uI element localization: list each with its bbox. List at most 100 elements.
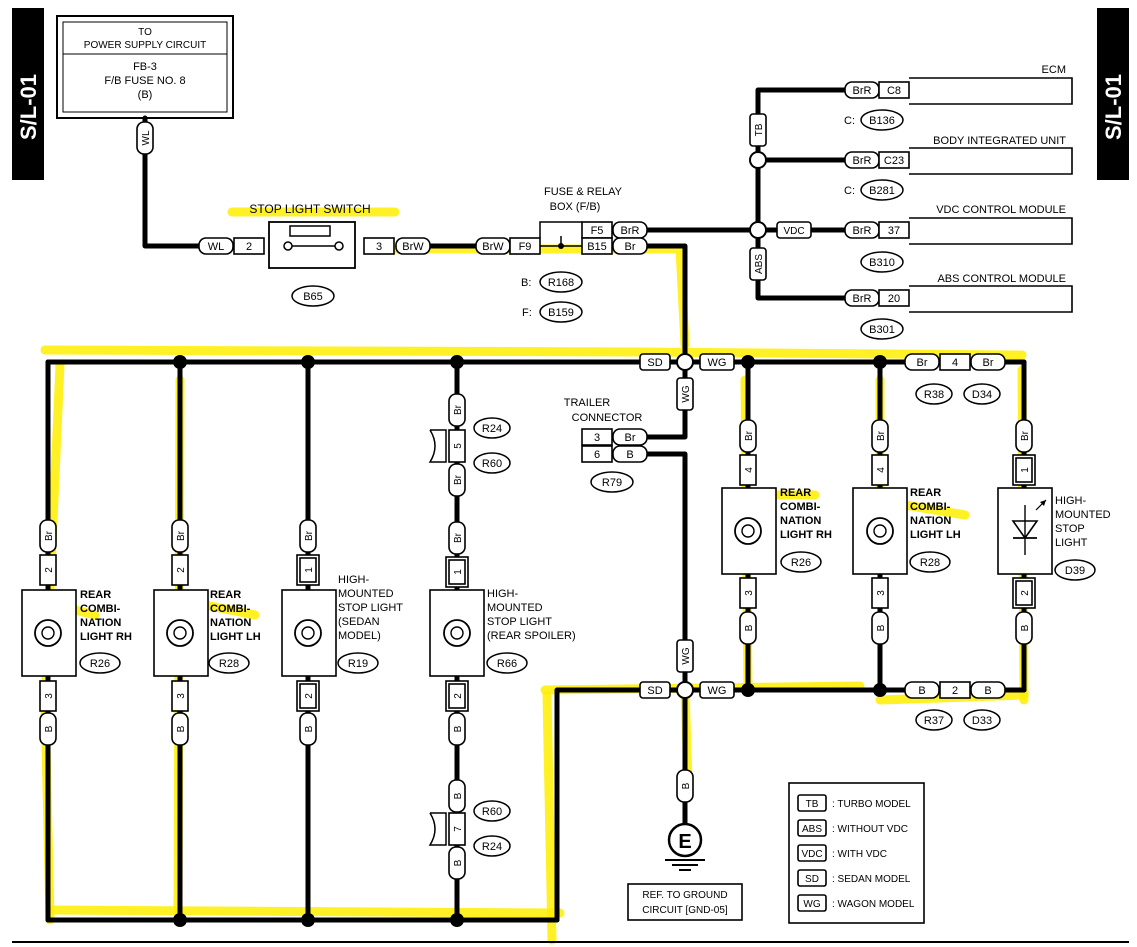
svg-text:R28: R28 bbox=[219, 658, 239, 670]
svg-text:B: B bbox=[1020, 624, 1031, 631]
svg-text:R66: R66 bbox=[497, 658, 517, 670]
svg-text:BrR: BrR bbox=[853, 85, 872, 97]
svg-text:NATION: NATION bbox=[780, 515, 821, 527]
svg-text:FUSE & RELAY: FUSE & RELAY bbox=[544, 186, 623, 198]
svg-text:LIGHT RH: LIGHT RH bbox=[780, 529, 832, 541]
svg-text:(B): (B) bbox=[138, 89, 153, 101]
svg-text:C:: C: bbox=[844, 185, 855, 197]
svg-text:B136: B136 bbox=[869, 115, 895, 127]
svg-text:: TURBO MODEL: : TURBO MODEL bbox=[832, 799, 911, 810]
svg-text:BrR: BrR bbox=[853, 225, 872, 237]
svg-text:S/L-01: S/L-01 bbox=[16, 74, 41, 140]
svg-text:BODY INTEGRATED UNIT: BODY INTEGRATED UNIT bbox=[933, 135, 1066, 147]
svg-text:4: 4 bbox=[744, 467, 755, 473]
svg-text:B:: B: bbox=[521, 277, 531, 289]
svg-text:STOP: STOP bbox=[1055, 523, 1085, 535]
svg-text:5: 5 bbox=[453, 443, 464, 449]
svg-text:(REAR SPOILER): (REAR SPOILER) bbox=[487, 630, 576, 642]
svg-text:CIRCUIT [GND-05]: CIRCUIT [GND-05] bbox=[642, 905, 728, 916]
lamp-high-mounted-stop-rear-spoiler: Br 1 2 B HIGH- MOUNTED STOP LIGHT (REAR … bbox=[429, 521, 576, 746]
legend: TB : TURBO MODEL ABS : WITHOUT VDC VDC :… bbox=[788, 782, 925, 924]
svg-text:WG: WG bbox=[708, 357, 727, 369]
svg-text:2: 2 bbox=[952, 685, 958, 697]
module-body-integrated-unit: BODY INTEGRATED UNIT BrR C23 C: B281 bbox=[844, 135, 1073, 201]
svg-text:B281: B281 bbox=[869, 185, 895, 197]
svg-text:3: 3 bbox=[376, 241, 382, 253]
svg-text:ECM: ECM bbox=[1042, 64, 1066, 76]
stop-light-switch: STOP LIGHT SWITCH WL 2 3 BrW B65 bbox=[198, 202, 431, 307]
svg-text:TO: TO bbox=[138, 27, 152, 38]
svg-text:B: B bbox=[744, 624, 755, 631]
lamp-rear-combination-rh-sedan: Br 2 3 B REAR COMBI- NATION LIGHT RH R26 bbox=[21, 519, 132, 746]
svg-text:F:: F: bbox=[522, 307, 532, 319]
svg-text:Br: Br bbox=[453, 532, 464, 543]
svg-text:BrW: BrW bbox=[402, 241, 424, 253]
svg-text:SD: SD bbox=[647, 357, 662, 369]
svg-text:B310: B310 bbox=[869, 257, 895, 269]
svg-text:TB: TB bbox=[806, 799, 819, 810]
svg-text:REF. TO GROUND: REF. TO GROUND bbox=[642, 890, 727, 901]
svg-text:ABS: ABS bbox=[802, 824, 822, 835]
svg-text:F9: F9 bbox=[519, 241, 532, 253]
svg-text:(SEDAN: (SEDAN bbox=[338, 616, 380, 628]
module-ecm: ECM BrR C8 C: B136 bbox=[844, 64, 1073, 131]
svg-text:Br: Br bbox=[176, 530, 187, 541]
svg-text:B: B bbox=[44, 725, 55, 732]
svg-text:NATION: NATION bbox=[210, 617, 251, 629]
svg-text:37: 37 bbox=[888, 225, 900, 237]
ground-point: B E REF. TO GROUND CIRCUIT [GND-05] bbox=[627, 769, 743, 921]
svg-text:B: B bbox=[453, 725, 464, 732]
svg-text:R26: R26 bbox=[90, 658, 110, 670]
svg-text:POWER SUPPLY CIRCUIT: POWER SUPPLY CIRCUIT bbox=[84, 40, 206, 51]
svg-text:WG: WG bbox=[681, 647, 692, 664]
svg-text:HIGH-: HIGH- bbox=[1055, 495, 1087, 507]
svg-text:REAR: REAR bbox=[80, 589, 111, 601]
svg-text:2: 2 bbox=[44, 567, 55, 573]
lamp-rear-combination-lh-sedan: Br 2 3 B REAR COMBI- NATION LIGHT LH R28 bbox=[153, 519, 261, 746]
svg-text:ABS: ABS bbox=[754, 254, 765, 274]
svg-text:R60: R60 bbox=[482, 458, 502, 470]
svg-text:R28: R28 bbox=[920, 557, 940, 569]
svg-text:C:: C: bbox=[844, 115, 855, 127]
svg-text:STOP LIGHT: STOP LIGHT bbox=[338, 602, 403, 614]
svg-text:MOUNTED: MOUNTED bbox=[1055, 509, 1111, 521]
module-vdc-control: VDC CONTROL MODULE BrR 37 B310 bbox=[844, 204, 1073, 273]
svg-text:2: 2 bbox=[304, 693, 315, 699]
svg-text:2: 2 bbox=[453, 693, 464, 699]
svg-text:WG: WG bbox=[803, 899, 820, 910]
svg-text:D34: D34 bbox=[972, 389, 992, 401]
svg-text:WG: WG bbox=[708, 685, 727, 697]
svg-text:ABS CONTROL MODULE: ABS CONTROL MODULE bbox=[937, 273, 1066, 285]
svg-text:B: B bbox=[453, 859, 464, 866]
svg-text:3: 3 bbox=[176, 693, 187, 699]
svg-text:3: 3 bbox=[744, 590, 755, 596]
svg-text:R26: R26 bbox=[791, 557, 811, 569]
svg-text:B: B bbox=[984, 685, 991, 697]
svg-text:WL: WL bbox=[141, 130, 152, 145]
svg-text:F5: F5 bbox=[591, 225, 604, 237]
svg-text:B65: B65 bbox=[303, 291, 323, 303]
svg-text:COMBI-: COMBI- bbox=[80, 603, 121, 615]
svg-text:R60: R60 bbox=[482, 806, 502, 818]
junction-dots bbox=[173, 151, 887, 927]
svg-text:COMBI-: COMBI- bbox=[210, 603, 251, 615]
power-supply-box: TO POWER SUPPLY CIRCUIT FB-3 F/B FUSE NO… bbox=[56, 15, 234, 119]
svg-text:: WAGON MODEL: : WAGON MODEL bbox=[832, 899, 915, 910]
svg-text:MODEL): MODEL) bbox=[338, 630, 381, 642]
spoiler-inline-connector-bottom: B 7 B R60 R24 bbox=[428, 779, 511, 880]
lamp-high-mounted-stop-wagon-led: Br 1 2 B HIGH- MOUNTED STOP LIGHT D39 bbox=[997, 419, 1111, 645]
bottom-bus-labels: SD WG WG B 2 B R37 D33 bbox=[639, 639, 1006, 731]
svg-text:Br: Br bbox=[917, 357, 928, 369]
svg-text:REAR: REAR bbox=[210, 589, 241, 601]
svg-text:: SEDAN MODEL: : SEDAN MODEL bbox=[832, 874, 911, 885]
svg-text:STOP LIGHT SWITCH: STOP LIGHT SWITCH bbox=[249, 202, 370, 216]
svg-text:STOP LIGHT: STOP LIGHT bbox=[487, 616, 552, 628]
svg-text:E: E bbox=[678, 831, 691, 853]
svg-text:NATION: NATION bbox=[910, 515, 951, 527]
lamp-rear-combination-lh-wagon: Br 4 3 B REAR COMBI- NATION LIGHT LH R28 bbox=[852, 419, 961, 645]
svg-text:1: 1 bbox=[453, 569, 464, 575]
top-bus-labels: SD WG WG Br 4 Br R38 D34 bbox=[639, 353, 1006, 411]
svg-text:F/B FUSE NO. 8: F/B FUSE NO. 8 bbox=[104, 75, 185, 87]
svg-text:MOUNTED: MOUNTED bbox=[338, 588, 394, 600]
svg-text:B159: B159 bbox=[548, 307, 574, 319]
